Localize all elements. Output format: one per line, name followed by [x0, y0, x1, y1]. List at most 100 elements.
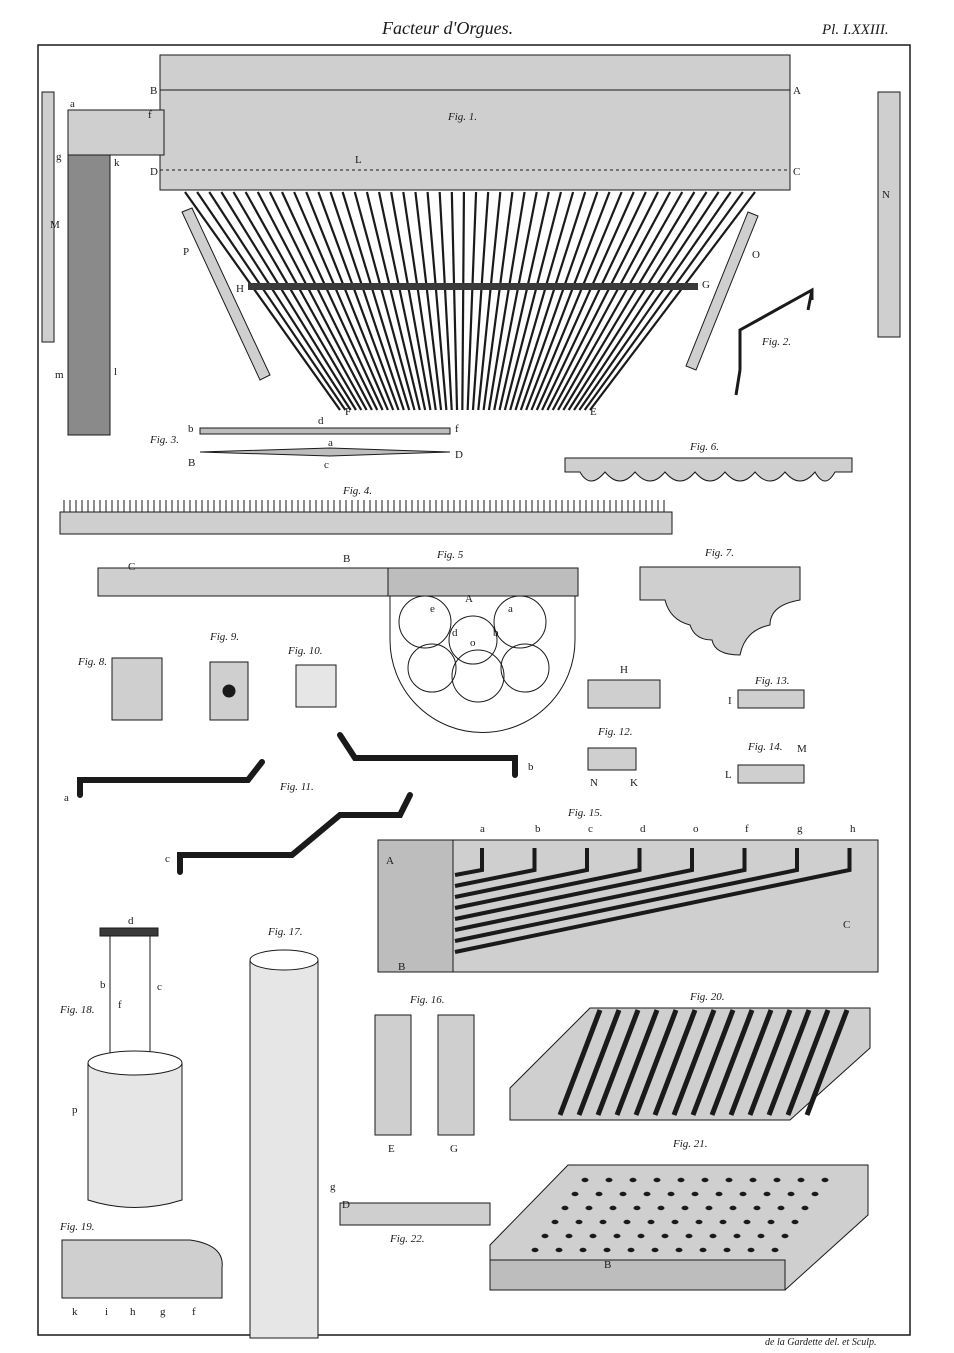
label-fig18-d: d — [128, 915, 134, 927]
label-fig15-b: b — [535, 823, 541, 835]
label-fig3-a: a — [328, 437, 333, 449]
label-fig11-a: a — [64, 792, 69, 804]
label-fig15-c: c — [588, 823, 593, 835]
fig12-14-drawings — [587, 679, 805, 784]
label-fig5-C: C — [128, 561, 135, 573]
label-fig12-N: N — [590, 777, 598, 789]
fig18-drawing — [87, 927, 183, 1208]
label-F: F — [345, 406, 351, 418]
label-G: G — [702, 279, 710, 291]
label-C: C — [793, 166, 800, 178]
label-fig16-G: G — [450, 1143, 458, 1155]
label-fig18-b: b — [100, 979, 106, 991]
label-fig18-c: c — [157, 981, 162, 993]
fig10-label: Fig. 10. — [287, 645, 323, 657]
label-fig16-E: E — [388, 1143, 395, 1155]
label-fig5-a: a — [508, 603, 513, 615]
fig4-drawing — [59, 500, 673, 535]
label-fig19-k: k — [72, 1306, 78, 1318]
label-fig15-a: a — [480, 823, 485, 835]
fig15-label: Fig. 15. — [567, 807, 603, 819]
fig21-label: Fig. 21. — [672, 1138, 708, 1150]
label-k: k — [114, 157, 120, 169]
label-fig5-d: d — [452, 627, 458, 639]
fig7-drawing — [639, 566, 801, 656]
label-fig19-i: i — [105, 1306, 108, 1318]
label-fig12-K: K — [630, 777, 638, 789]
label-L: L — [355, 154, 362, 166]
fig17-drawing — [249, 949, 319, 1339]
fig22-drawing — [339, 1202, 491, 1226]
label-fig12-H: H — [620, 664, 628, 676]
fig4-label: Fig. 4. — [342, 485, 372, 497]
label-g: g — [56, 151, 62, 163]
fig13-label: Fig. 13. — [754, 675, 790, 687]
label-fig3-f: f — [455, 423, 459, 435]
label-m: m — [55, 369, 64, 381]
fig19-label: Fig. 19. — [59, 1221, 95, 1233]
label-fig15-A: A — [386, 855, 394, 867]
label-fig3-c: c — [324, 459, 329, 471]
fig5-drawing — [97, 567, 579, 733]
label-fig19-f: f — [192, 1306, 196, 1318]
label-fig15-d: d — [640, 823, 646, 835]
label-O: O — [752, 249, 760, 261]
label-fig5-A: A — [465, 593, 473, 605]
fig19-drawing — [61, 1239, 223, 1299]
label-B: B — [150, 85, 157, 97]
fig16-label: Fig. 16. — [409, 994, 445, 1006]
fig11-drawing — [77, 732, 518, 875]
label-fig17-g: g — [330, 1181, 336, 1193]
fig14-label: Fig. 14. — [747, 741, 783, 753]
fig16-drawing — [374, 1014, 475, 1136]
label-fig14-L: L — [725, 769, 732, 781]
label-E: E — [590, 406, 597, 418]
label-fig21-B: B — [604, 1259, 611, 1271]
fig8-10-drawings — [111, 657, 337, 721]
label-a: a — [70, 98, 75, 110]
fig21-drawing — [489, 1164, 869, 1291]
fig8-label: Fig. 8. — [77, 656, 107, 668]
fig2-drawing — [734, 287, 814, 396]
label-fig3-d: d — [318, 415, 324, 427]
label-fig3-B: B — [188, 457, 195, 469]
fig18-label: Fig. 18. — [59, 1004, 95, 1016]
label-fig11-b: b — [528, 761, 534, 773]
label-fig15-B: B — [398, 961, 405, 973]
label-P: P — [183, 246, 189, 258]
fig3-label: Fig. 3. — [149, 434, 179, 446]
engraver-credit: de la Gardette del. et Sculp. — [765, 1337, 877, 1348]
fig15-drawing — [377, 839, 879, 973]
label-f: f — [148, 109, 152, 121]
label-fig5-B: B — [343, 553, 350, 565]
label-H: H — [236, 283, 244, 295]
fig9-label: Fig. 9. — [209, 631, 239, 643]
label-fig3-D: D — [455, 449, 463, 461]
label-fig5-e: e — [430, 603, 435, 615]
label-A: A — [793, 85, 801, 97]
fig6-drawing — [564, 457, 853, 482]
fig1-label: Fig. 1. — [447, 111, 477, 123]
label-fig15-h: h — [850, 823, 856, 835]
fig1-drawing — [41, 54, 901, 436]
label-fig15-f: f — [745, 823, 749, 835]
label-fig18-p: p — [72, 1104, 78, 1116]
label-N: N — [882, 189, 890, 201]
fig11-label: Fig. 11. — [279, 781, 314, 793]
label-fig19-g: g — [160, 1306, 166, 1318]
label-fig5-b: b — [493, 627, 499, 639]
label-D: D — [150, 166, 158, 178]
plate-title: Facteur d'Orgues. — [382, 18, 514, 38]
label-fig3-b: b — [188, 423, 194, 435]
label-fig15-C: C — [843, 919, 850, 931]
fig20-drawing — [509, 1007, 871, 1121]
fig12-label: Fig. 12. — [597, 726, 633, 738]
fig6-label: Fig. 6. — [689, 441, 719, 453]
fig3-drawing — [199, 427, 451, 457]
label-fig15-o: o — [693, 823, 699, 835]
label-fig11-c: c — [165, 853, 170, 865]
label-fig22-D: D — [342, 1199, 350, 1211]
fig17-label: Fig. 17. — [267, 926, 303, 938]
plate-number: Pl. I.XXIII. — [822, 22, 889, 38]
